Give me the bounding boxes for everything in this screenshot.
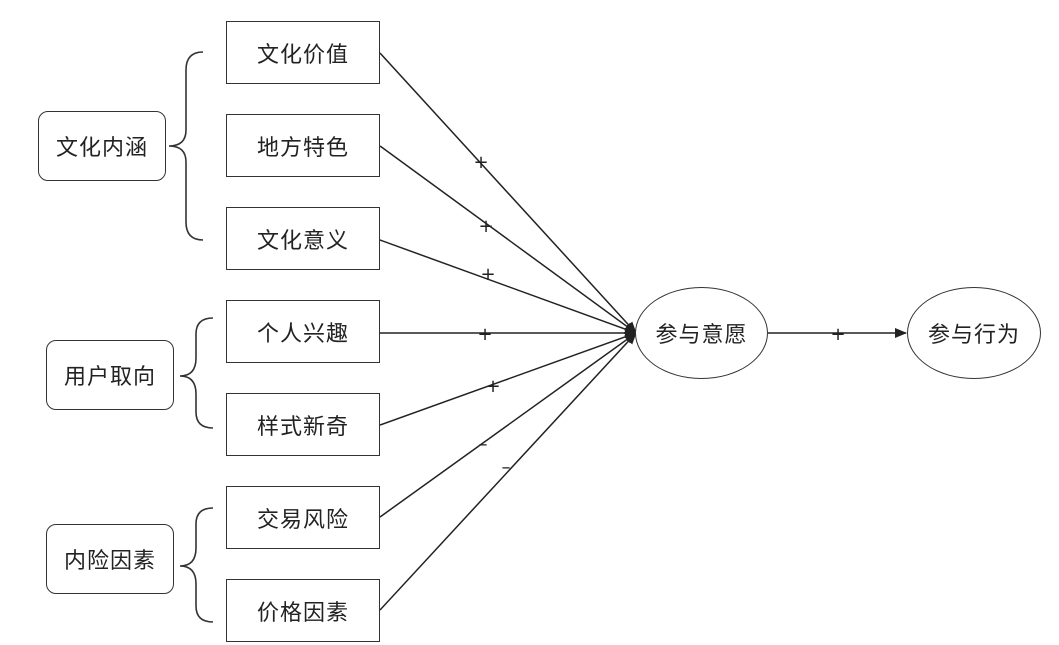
factor-price: 价格因素 bbox=[226, 579, 380, 642]
group-culture: 文化内涵 bbox=[38, 111, 166, 181]
group-culture-label: 文化内涵 bbox=[55, 136, 148, 161]
sign-cultural-value: + bbox=[473, 152, 488, 173]
sign-local-features: + bbox=[478, 216, 493, 237]
sign-price: – bbox=[502, 457, 511, 478]
group-user-label: 用户取向 bbox=[63, 365, 156, 390]
link-cultural-meaning bbox=[379, 239, 637, 334]
behavior-node: 参与行为 bbox=[907, 287, 1041, 379]
factor-personal-interest: 个人兴趣 bbox=[226, 300, 380, 363]
sign-transaction-risk: – bbox=[479, 434, 488, 455]
intention-node: 参与意愿 bbox=[635, 287, 768, 379]
factor-transaction-risk: 交易风险 bbox=[226, 486, 380, 549]
link-transaction-risk bbox=[379, 332, 637, 518]
factor-label: 个人兴趣 bbox=[256, 321, 349, 347]
sign-style-novelty: + bbox=[485, 376, 500, 397]
group-user: 用户取向 bbox=[46, 340, 174, 410]
factor-label: 文化价值 bbox=[256, 42, 349, 68]
brace-culture bbox=[168, 51, 204, 241]
group-risk: 内险因素 bbox=[46, 524, 174, 594]
factor-label: 样式新奇 bbox=[256, 414, 349, 440]
factor-local-features: 地方特色 bbox=[226, 114, 380, 177]
intention-label: 参与意愿 bbox=[655, 323, 748, 348]
brace-user bbox=[179, 317, 214, 429]
factor-style-novelty: 样式新奇 bbox=[226, 393, 380, 456]
factor-label: 交易风险 bbox=[256, 507, 349, 533]
brace-risk bbox=[179, 507, 214, 623]
sign-personal-interest: + bbox=[477, 324, 492, 345]
factor-cultural-value: 文化价值 bbox=[226, 21, 380, 84]
intention-to-behavior-sign: + bbox=[830, 324, 845, 345]
behavior-label: 参与行为 bbox=[927, 323, 1020, 348]
factor-label: 价格因素 bbox=[256, 600, 349, 626]
link-local-features bbox=[379, 145, 637, 334]
group-risk-label: 内险因素 bbox=[63, 549, 156, 574]
link-style-novelty bbox=[379, 332, 637, 426]
link-cultural-value bbox=[379, 52, 637, 334]
sign-cultural-meaning: + bbox=[480, 264, 495, 285]
factor-cultural-meaning: 文化意义 bbox=[226, 207, 380, 270]
factor-label: 地方特色 bbox=[256, 135, 349, 161]
link-price bbox=[379, 332, 637, 611]
factor-label: 文化意义 bbox=[256, 228, 349, 254]
